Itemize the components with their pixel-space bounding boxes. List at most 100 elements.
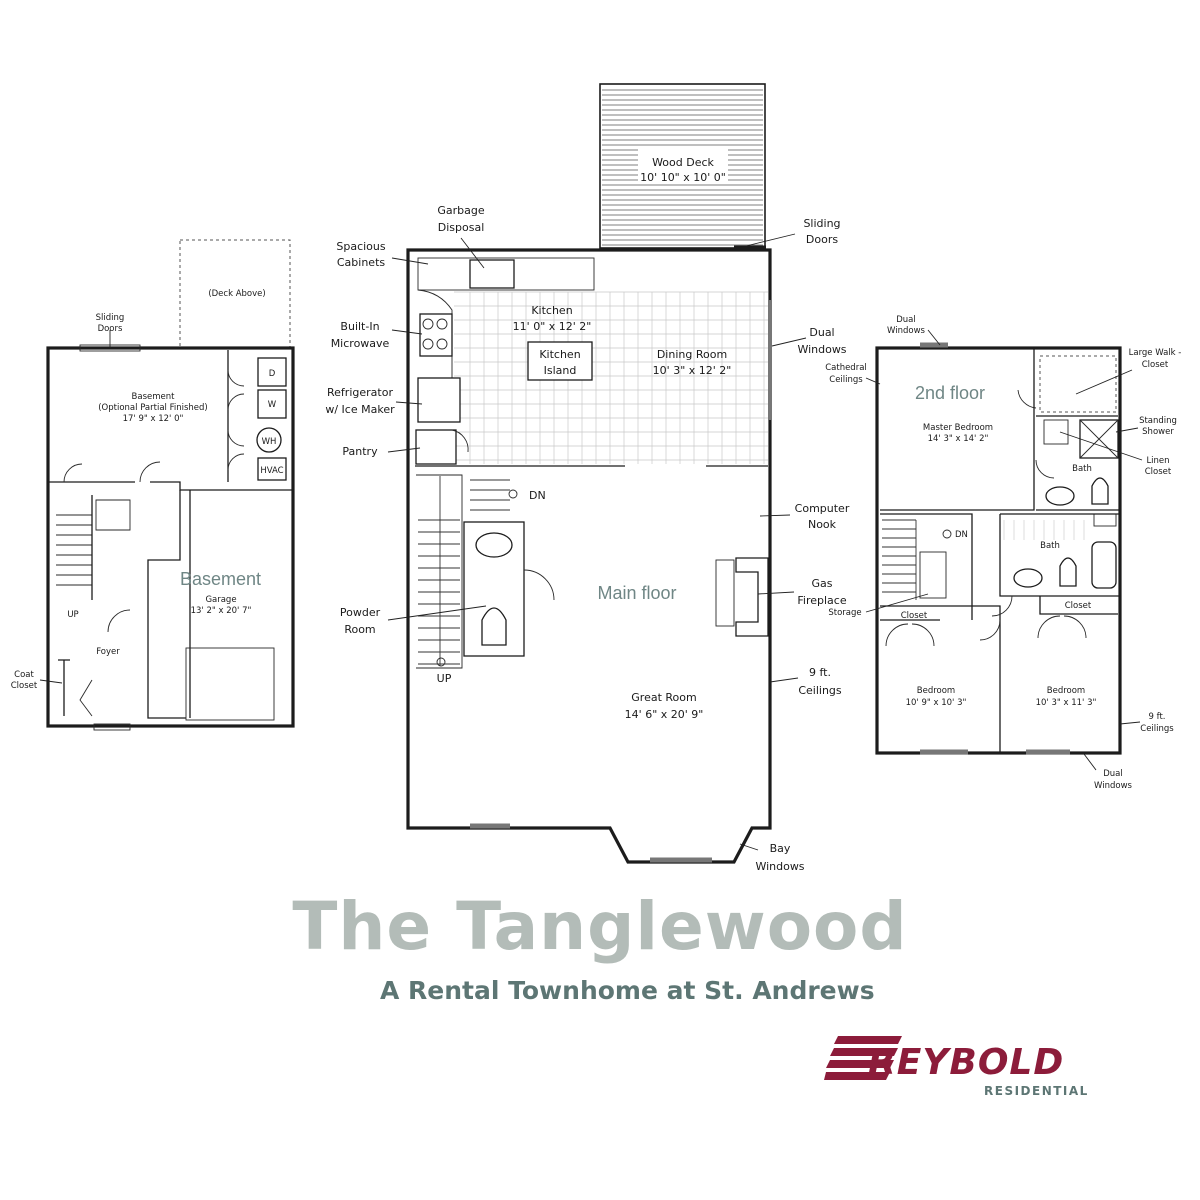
bedroom-right-label: Bedroom (1047, 686, 1085, 696)
second-ceilings-label-2: Ceilings (1140, 724, 1174, 734)
logo-stripes-icon (824, 1036, 902, 1080)
main-floor-plan: Wood Deck 10' 10" x 10' 0" Garbage Dispo… (325, 83, 850, 873)
basement-outline (46, 346, 295, 728)
page-title: The Tanglewood (292, 888, 908, 965)
second-dn-label: DN (955, 530, 968, 540)
standing-shower-label-2: Shower (1142, 427, 1174, 437)
main-floor-label: Main floor (597, 583, 676, 603)
microwave-label-2: Microwave (331, 337, 390, 350)
walk-in-closet (1039, 355, 1117, 413)
dual-windows-label-2: Windows (797, 343, 846, 356)
bedroom-left-size: 10' 9" x 10' 3" (906, 698, 967, 708)
bedroom-left-label: Bedroom (917, 686, 955, 696)
main-dn-label: DN (529, 489, 546, 502)
dual-windows-top-label-1: Dual (896, 315, 916, 325)
hall-bath-label: Bath (1040, 541, 1060, 551)
wood-deck-label: Wood Deck (652, 156, 714, 169)
gas-fireplace-label-2: Fireplace (797, 594, 846, 607)
wood-deck (599, 83, 766, 249)
pantry-label: Pantry (342, 445, 378, 458)
washer-label: W (268, 400, 277, 410)
powder-room-label-2: Room (344, 623, 375, 636)
kitchen-island-label-2: Island (544, 364, 577, 377)
dual-windows-bottom-label-1: Dual (1103, 769, 1123, 779)
standing-shower-label-1: Standing (1139, 416, 1177, 426)
kitchen-size: 11' 0" x 12' 2" (513, 320, 592, 333)
nine-ft-ceilings-label-2: Ceilings (798, 684, 842, 697)
great-room-size: 14' 6" x 20' 9" (625, 708, 704, 721)
cathedral-ceilings-label-1: Cathedral (825, 363, 867, 373)
basement-sliding-doors-label-2: Doors (98, 324, 123, 334)
storage-label: Storage (828, 608, 861, 618)
powder-room-label-1: Powder (340, 606, 381, 619)
spacious-cabinets-label-2: Cabinets (337, 256, 386, 269)
sink-icon (469, 259, 515, 289)
walk-closet-label-2: Closet (1142, 360, 1169, 370)
basement-floor-label: Basement (180, 569, 261, 589)
powder-toilet-icon (481, 607, 507, 646)
refrigerator-label-1: Refrigerator (327, 386, 393, 399)
garbage-disposal-label-1: Garbage (437, 204, 484, 217)
bay-windows-label-1: Bay (770, 842, 791, 855)
hvac-label: HVAC (260, 466, 283, 476)
dryer-label: D (269, 369, 276, 379)
closet-left-label: Closet (901, 611, 928, 621)
computer-nook-label-1: Computer (795, 502, 850, 515)
pantry-icon (415, 429, 457, 465)
dual-windows-bottom-label-2: Windows (1094, 781, 1133, 791)
kitchen-label: Kitchen (531, 304, 572, 317)
dining-room-size: 10' 3" x 12' 2" (653, 364, 732, 377)
dual-windows-label-1: Dual (809, 326, 834, 339)
coat-closet-label-2: Closet (11, 681, 38, 691)
basement-sliding-doors-label-1: Sliding (96, 313, 125, 323)
garage-label: Garage (205, 595, 236, 605)
kitchen-island (527, 341, 593, 381)
master-bath-label: Bath (1072, 464, 1092, 474)
computer-nook-label-2: Nook (808, 518, 837, 531)
basement-plan: (Deck Above) Sliding Doors Basement (Opt… (11, 239, 295, 731)
master-bedroom-label: Master Bedroom (923, 423, 993, 433)
garbage-disposal-label-2: Disposal (438, 221, 485, 234)
basement-room-size: 17' 9" x 12' 0" (123, 414, 184, 424)
linen-closet-label-1: Linen (1146, 456, 1169, 466)
cooktop-icon (419, 313, 453, 357)
second-floor-outline (875, 346, 1122, 755)
basement-room-label: Basement (132, 392, 176, 402)
bay-windows-label-2: Windows (755, 860, 804, 873)
second-floor-label: 2nd floor (915, 383, 985, 403)
microwave-label-1: Built-In (340, 320, 379, 333)
foyer-label: Foyer (96, 647, 120, 657)
basement-up-label: UP (67, 610, 78, 620)
water-heater-label: WH (262, 437, 277, 447)
deck-above-label: (Deck Above) (208, 289, 265, 299)
fireplace-icon (735, 557, 769, 637)
basement-room-note: (Optional Partial Finished) (98, 403, 208, 413)
main-up-label: UP (437, 672, 452, 685)
bedroom-right-size: 10' 3" x 11' 3" (1036, 698, 1097, 708)
powder-room-walls (463, 521, 525, 657)
floor-plan-drawing: (Deck Above) Sliding Doors Basement (Opt… (11, 83, 1181, 873)
dual-windows-top-label-2: Windows (887, 326, 926, 336)
refrigerator-icon (417, 377, 461, 423)
powder-sink-icon (475, 532, 513, 558)
coat-closet-label-1: Coat (14, 670, 34, 680)
page-subtitle: A Rental Townhome at St. Andrews (380, 976, 875, 1005)
sliding-doors-label-1: Sliding (803, 217, 840, 230)
second-ceilings-label-1: 9 ft. (1149, 712, 1166, 722)
great-room-label: Great Room (631, 691, 696, 704)
linen-closet-label-2: Closet (1145, 467, 1172, 477)
bathtub-icon (1091, 541, 1117, 589)
walk-closet-label-1: Large Walk - (1129, 348, 1182, 358)
cathedral-ceilings-label-2: Ceilings (829, 375, 863, 385)
sliding-doors-label-2: Doors (806, 233, 838, 246)
logo-tagline: RESIDENTIAL (984, 1084, 1089, 1098)
wood-deck-size: 10' 10" x 10' 0" (640, 171, 726, 184)
master-bedroom-size: 14' 3" x 14' 2" (928, 434, 989, 444)
refrigerator-label-2: w/ Ice Maker (325, 403, 395, 416)
dining-room-label: Dining Room (657, 348, 727, 361)
second-floor-plan: Dual Windows Large Walk - Closet Cathedr… (825, 315, 1181, 791)
reybold-logo: REYBOLD RESIDENTIAL (824, 1034, 1094, 1104)
kitchen-island-label-1: Kitchen (539, 348, 580, 361)
nine-ft-ceilings-label-1: 9 ft. (809, 666, 831, 679)
logo-wordmark: REYBOLD (868, 1042, 1065, 1083)
